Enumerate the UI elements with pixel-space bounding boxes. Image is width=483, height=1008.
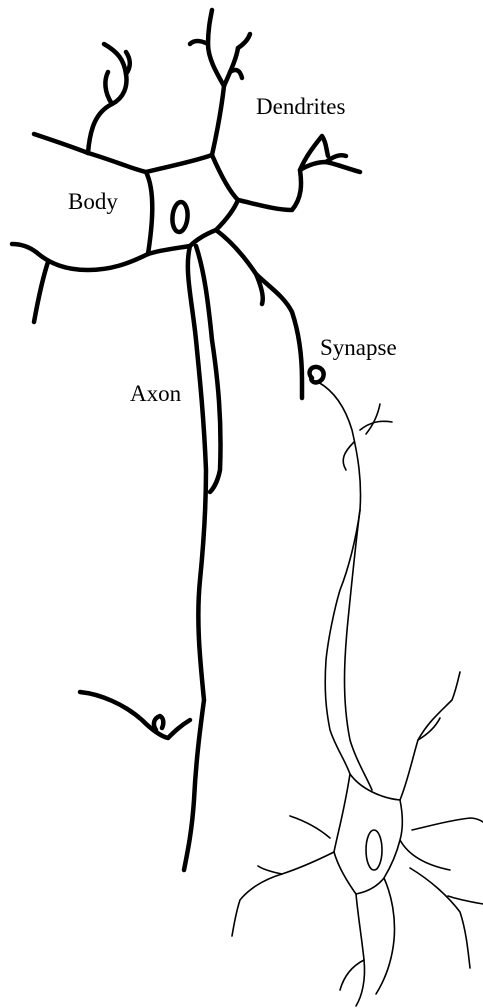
lower-neuron <box>232 382 483 1006</box>
lower-dendrite-main <box>318 382 361 774</box>
dendrite-lower-left-drop <box>34 262 48 322</box>
upper-nucleus <box>171 201 189 232</box>
label-synapse: Synapse <box>320 336 397 359</box>
upper-cell-body <box>36 153 238 270</box>
lower-dendrite-right-top <box>400 672 460 800</box>
dendrite-lower-left <box>12 244 36 252</box>
lower-dendrite-left-top <box>290 816 330 838</box>
dendrite-far-left <box>34 134 88 153</box>
dendrite-top-branch-c <box>238 34 250 48</box>
dendrite-top-branch-d <box>230 70 242 78</box>
dendrite-top-branch-a <box>208 10 224 86</box>
dendrite-upper-left-twig <box>126 52 130 74</box>
upper-cell-body-side <box>146 172 152 254</box>
lower-cell-body <box>334 774 450 894</box>
lower-dendrite-inner <box>345 510 373 790</box>
label-dendrites: Dendrites <box>256 95 345 118</box>
label-axon: Axon <box>130 382 181 405</box>
lower-dendrite-bottom-branch <box>340 960 364 990</box>
lower-dendrite-branch-b <box>366 404 380 434</box>
lower-dendrite-branch-c <box>343 442 354 470</box>
synapse-loop <box>310 367 324 382</box>
lower-dendrite-bottom-right <box>376 878 395 994</box>
lower-dendrite-left <box>232 852 334 936</box>
lower-dendrite-right <box>412 818 483 830</box>
dendrite-top <box>212 48 238 155</box>
upper-neuron <box>12 10 360 870</box>
dendrite-to-synapse <box>216 230 302 398</box>
axon-terminal-hook <box>154 716 163 730</box>
dendrite-top-branch-b <box>190 41 208 44</box>
lower-dendrite-right-low <box>410 868 470 968</box>
lower-dendrite-left-twig <box>258 866 282 874</box>
axon-left-edge <box>184 246 206 870</box>
lower-nucleus <box>366 830 382 870</box>
axon-terminal-left <box>80 692 190 738</box>
dendrite-upper-left-branch <box>105 72 112 104</box>
lower-dendrite-branch-a <box>360 421 392 430</box>
lower-dendrite-bottom <box>356 894 365 1006</box>
label-body: Body <box>68 190 118 213</box>
lower-dendrite-right-twig <box>418 718 440 740</box>
